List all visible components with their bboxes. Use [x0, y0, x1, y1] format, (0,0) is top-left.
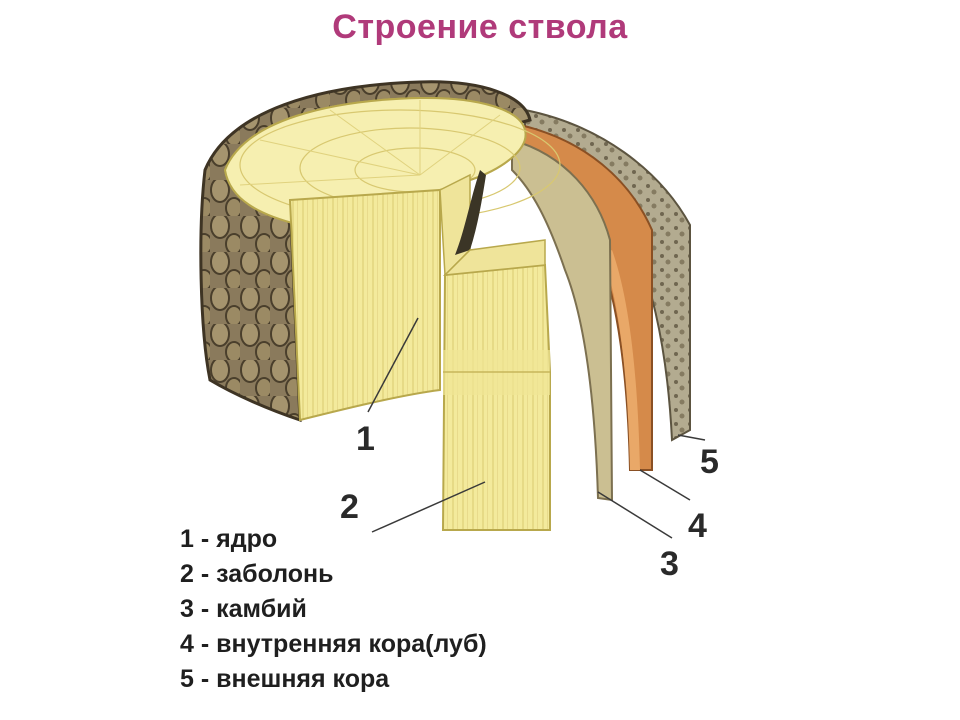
- label-cambium: 3: [660, 545, 679, 583]
- label-line-cambium: [597, 491, 673, 539]
- trunk-front-face: [288, 188, 441, 422]
- medullary-rays: [239, 100, 501, 186]
- legend-item-outer-bark: 5 - внешняя кора: [180, 665, 390, 693]
- legend-item-core: 1 - ядро: [180, 525, 278, 553]
- page-title: Строение ствола: [332, 8, 628, 46]
- sapwood-column: [441, 263, 551, 531]
- legend-item-cambium: 3 - камбий: [180, 595, 307, 623]
- label-line-outer-bark: [677, 434, 706, 441]
- legend: 1 - ядро 2 - заболонь 3 - камбий 4 - вну…: [180, 522, 487, 697]
- cambium-layer: [511, 138, 614, 502]
- legend-item-inner-bark: 4 - внутренняя кора(луб): [180, 630, 487, 658]
- label-line-inner-bark: [639, 469, 691, 501]
- label-line-sapwood: [371, 481, 486, 533]
- label-lines: [367, 317, 706, 539]
- legend-item-sapwood: 2 - заболонь: [180, 560, 334, 588]
- label-inner-bark: 4: [688, 507, 707, 545]
- label-outer-bark: 5: [700, 443, 719, 481]
- label-core: 1: [356, 420, 375, 458]
- label-sapwood: 2: [340, 488, 359, 526]
- label-line-core: [367, 317, 419, 413]
